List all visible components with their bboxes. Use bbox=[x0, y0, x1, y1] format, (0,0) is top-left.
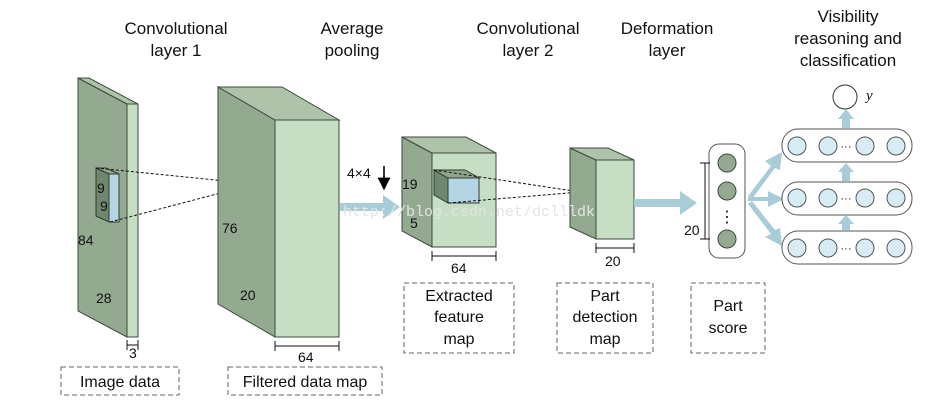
pooling-arrow bbox=[340, 195, 400, 219]
part-detection-box-line2: detection bbox=[573, 309, 638, 326]
fanout-arrow-mid bbox=[748, 191, 784, 207]
part-score-node-3 bbox=[717, 229, 737, 249]
filtered-map-block: 76 20 64 bbox=[216, 86, 341, 365]
hidden-node bbox=[818, 136, 838, 156]
hidden-node bbox=[787, 188, 807, 208]
feature-width-label: 5 bbox=[410, 215, 418, 231]
visibility-title-line3: classification bbox=[800, 51, 896, 70]
extracted-feature-box-line3: map bbox=[443, 331, 474, 348]
part-detection-box-line1: Part bbox=[590, 288, 620, 305]
filtered-data-box: Filtered data map bbox=[227, 366, 383, 396]
input-height-label: 84 bbox=[78, 232, 94, 248]
feature-height-label: 19 bbox=[402, 176, 418, 192]
extracted-feature-box-line2: feature bbox=[434, 309, 484, 326]
filtered-height-label: 76 bbox=[222, 220, 238, 236]
filtered-width-label: 20 bbox=[240, 287, 256, 303]
layer-arrow-2-to-3 bbox=[838, 163, 854, 181]
image-data-box-label: Image data bbox=[80, 374, 160, 391]
conv2-title-line2: layer 2 bbox=[502, 41, 553, 60]
kernel2-projection-bottom bbox=[447, 191, 581, 204]
deformation-arrow bbox=[634, 191, 697, 215]
hidden-node bbox=[855, 188, 875, 208]
watermark: http://blog.csdn.net/dcllldk bbox=[343, 204, 595, 221]
hidden-layer-1-box bbox=[781, 230, 913, 265]
part-detection-box-frame bbox=[556, 282, 654, 354]
image-data-box: Image data bbox=[60, 366, 180, 396]
part-score-node-1 bbox=[717, 153, 737, 173]
hidden-node bbox=[787, 136, 807, 156]
feature-channel-label: 64 bbox=[451, 260, 467, 276]
part-score-box-line2: score bbox=[708, 320, 747, 337]
visibility-network: ··· ··· ··· y bbox=[781, 84, 913, 265]
pooling-size-label: 4×4 bbox=[347, 165, 371, 181]
kernel-height-label: 9 bbox=[97, 180, 105, 196]
input-block-front bbox=[126, 103, 139, 338]
kernel-projection-top bbox=[95, 167, 256, 185]
input-channel-label: 3 bbox=[129, 345, 137, 361]
pool-title-line2: pooling bbox=[325, 41, 380, 60]
hidden-node bbox=[886, 136, 906, 156]
extracted-feature-box-line1: Extracted bbox=[425, 288, 493, 305]
part-score-container bbox=[708, 143, 746, 259]
layer-arrow-1-to-2 bbox=[838, 215, 854, 230]
part-channel-label: 20 bbox=[605, 253, 621, 269]
hidden-ellipsis: ··· bbox=[841, 243, 852, 255]
hidden-ellipsis: ··· bbox=[841, 193, 852, 205]
hidden-ellipsis: ··· bbox=[841, 141, 852, 153]
part-block-front bbox=[595, 159, 635, 240]
output-label: y bbox=[864, 88, 873, 104]
hidden-node bbox=[787, 238, 807, 258]
deform-title-line2: layer bbox=[649, 41, 686, 60]
part-score-box: Part score bbox=[690, 282, 766, 354]
extracted-feature-box: Extracted feature map bbox=[403, 282, 515, 354]
kernel2-window-front bbox=[447, 177, 480, 204]
fanout-arrow-bottom bbox=[748, 201, 782, 246]
hidden-node bbox=[818, 238, 838, 258]
conv1-title-line1: Convolutional bbox=[124, 19, 227, 38]
hidden-node bbox=[818, 188, 838, 208]
conv2-title-line1: Convolutional bbox=[476, 19, 579, 38]
hidden-node bbox=[855, 136, 875, 156]
part-block-side bbox=[569, 147, 597, 240]
hidden-node bbox=[855, 238, 875, 258]
part-score-node-2 bbox=[717, 181, 737, 201]
hidden-layer-2-box bbox=[781, 181, 913, 216]
part-score-column: ⋮ 20 bbox=[684, 143, 746, 259]
input-image-block: 9 9 84 28 3 bbox=[77, 77, 139, 361]
part-score-ellipsis: ⋮ bbox=[719, 209, 735, 226]
filtered-block-front bbox=[274, 119, 340, 338]
extracted-feature-box-frame bbox=[403, 282, 515, 354]
conv1-title-line2: layer 1 bbox=[150, 41, 201, 60]
filtered-data-box-label: Filtered data map bbox=[243, 374, 368, 391]
kernel-width-label: 9 bbox=[100, 198, 108, 214]
filtered-data-box-frame bbox=[227, 366, 383, 396]
part-score-count-label: 20 bbox=[684, 222, 700, 238]
input-width-label: 28 bbox=[96, 290, 112, 306]
part-score-box-frame bbox=[690, 282, 766, 354]
part-score-box-line1: Part bbox=[713, 298, 743, 315]
image-data-box-frame bbox=[60, 366, 180, 396]
hidden-layer-3-box bbox=[781, 128, 913, 163]
part-detection-box: Part detection map bbox=[556, 282, 654, 354]
filtered-channel-label: 64 bbox=[298, 349, 314, 365]
pool-title-line1: Average bbox=[320, 19, 383, 38]
layer-arrow-3-to-output bbox=[838, 109, 854, 128]
output-node bbox=[832, 84, 858, 110]
kernel-window-front bbox=[108, 173, 120, 223]
hidden-node bbox=[886, 238, 906, 258]
hidden-node bbox=[886, 188, 906, 208]
visibility-title-line1: Visibility bbox=[817, 7, 879, 26]
visibility-title-line2: reasoning and bbox=[794, 29, 902, 48]
part-detection-block: 20 bbox=[569, 147, 635, 269]
deform-title-line1: Deformation bbox=[621, 19, 714, 38]
fanout-arrow-top bbox=[748, 152, 782, 199]
part-detection-box-line3: map bbox=[589, 331, 620, 348]
